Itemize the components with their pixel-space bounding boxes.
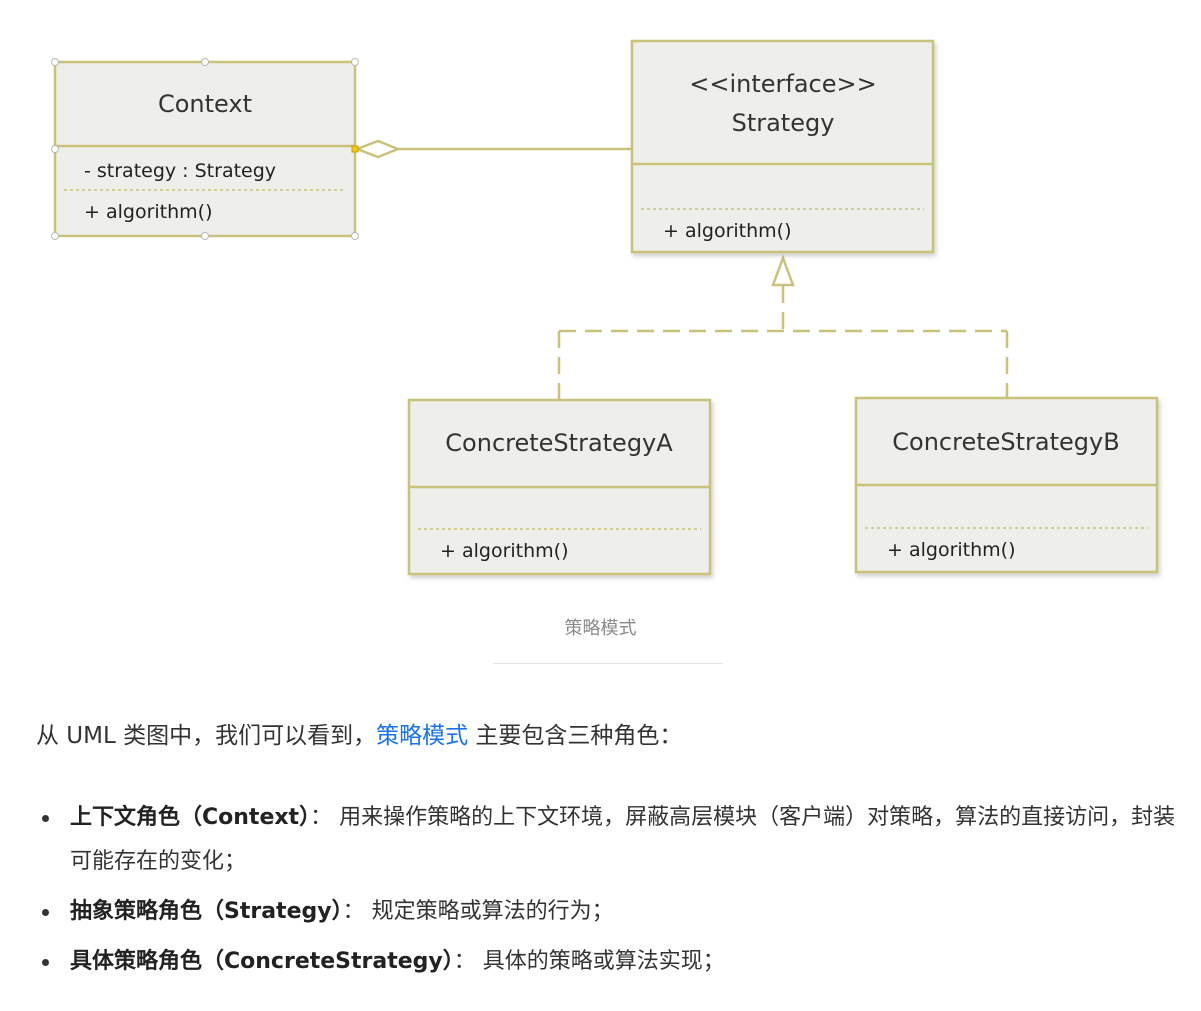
class-strategy[interactable]: [630, 39, 935, 254]
class-strategy-content: <<interface>> Strategy + algorithm(): [632, 70, 933, 242]
realization-relation: [557, 286, 1009, 400]
selection-handles: [51, 58, 359, 240]
figure-caption: 策略模式: [564, 618, 637, 639]
class-name: Context: [158, 90, 252, 118]
list-item: 上下文角色（Context）： 用来操作策略的上下文环境，屏蔽高层模块（客户端）…: [36, 796, 1176, 884]
class-name: ConcreteStrategyB: [892, 428, 1119, 456]
class-stereotype: <<interface>>: [689, 70, 876, 98]
realization-arrowhead: [771, 254, 795, 287]
role-description: ： 规定策略或算法的行为；: [342, 899, 614, 924]
strategy-pattern-link[interactable]: 策略模式: [376, 723, 469, 749]
class-method: + algorithm(): [84, 201, 212, 223]
list-item: 具体策略角色（ConcreteStrategy）： 具体的策略或算法实现；: [36, 940, 1176, 984]
list-item: 抽象策略角色（Strategy）： 规定策略或算法的行为；: [36, 890, 1176, 934]
intro-text-after: 主要包含三种角色：: [468, 723, 683, 749]
class-concrete-strategy-a-content: ConcreteStrategyA + algorithm(): [409, 429, 710, 562]
aggregation-relation: [356, 139, 631, 159]
class-attribute: - strategy : Strategy: [84, 160, 276, 182]
caption-divider: [493, 663, 723, 664]
class-context[interactable]: Context - strategy : Strategy + algorith…: [51, 58, 359, 240]
roles-list: 上下文角色（Context）： 用来操作策略的上下文环境，屏蔽高层模块（客户端）…: [36, 796, 1176, 990]
role-description: ： 用来操作策略的上下文环境，屏蔽高层模块（客户端）对策略，算法的直接访问，封装…: [70, 805, 1176, 874]
class-name: Strategy: [732, 109, 835, 137]
connection-point: [351, 145, 359, 153]
intro-text-before: 从 UML 类图中，我们可以看到，: [36, 723, 377, 749]
uml-class-diagram: Context - strategy : Strategy + algorith…: [51, 39, 1159, 576]
class-concrete-strategy-b-content: ConcreteStrategyB + algorithm(): [856, 428, 1157, 561]
class-method: + algorithm(): [887, 539, 1015, 561]
class-method: + algorithm(): [663, 220, 791, 242]
role-description: ： 具体的策略或算法实现；: [453, 949, 725, 974]
role-term: 抽象策略角色（Strategy）: [70, 899, 343, 924]
class-method: + algorithm(): [440, 540, 568, 562]
role-term: 具体策略角色（ConcreteStrategy）: [70, 949, 454, 974]
role-term: 上下文角色（Context）: [70, 805, 311, 830]
class-name: ConcreteStrategyA: [445, 429, 673, 457]
intro-paragraph: 从 UML 类图中，我们可以看到，策略模式 主要包含三种角色：: [36, 716, 682, 750]
